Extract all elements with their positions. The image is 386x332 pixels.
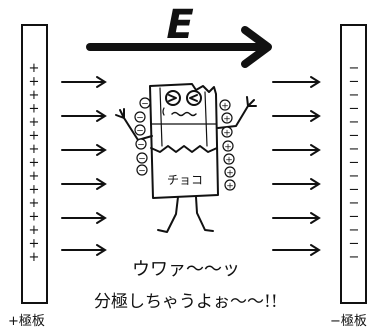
induced-positive-charge	[224, 179, 236, 191]
field-arrows-right	[272, 76, 321, 256]
induced-positive-charge-sign: +	[223, 129, 231, 139]
induced-positive-charge	[222, 140, 234, 152]
induced-positive-charge	[221, 126, 233, 138]
electric-field-arrow	[86, 26, 272, 68]
negative-charge-symbol: −	[349, 237, 360, 252]
positive-charge-symbol: +	[29, 142, 40, 157]
induced-negative-charge-sign: −	[138, 155, 146, 165]
induced-negative-charges: − − − − − −	[134, 97, 151, 177]
positive-charge-symbol: +	[29, 250, 40, 265]
positive-charge-symbol: +	[29, 183, 40, 198]
positive-charge-symbol: +	[29, 169, 40, 184]
induced-negative-charge	[136, 152, 148, 164]
negative-charge-symbol: −	[349, 156, 360, 171]
induced-positive-charge	[223, 153, 235, 165]
positive-plate	[21, 24, 48, 304]
negative-charge-symbol: −	[349, 196, 360, 211]
negative-charge-symbol: −	[349, 169, 360, 184]
negative-plate-charges: −−−−−−−−−−−−−−−	[349, 61, 360, 265]
negative-charge-symbol: −	[349, 129, 360, 144]
induced-positive-charge-sign: +	[225, 156, 233, 166]
negative-charge-symbol: −	[349, 183, 360, 198]
positive-plate-label: +極板	[8, 313, 45, 329]
positive-charge-symbol: +	[29, 102, 40, 117]
chocolate-body	[149, 83, 219, 199]
negative-charge-symbol: −	[349, 250, 360, 265]
negative-charge-symbol: −	[349, 61, 360, 76]
induced-positive-charge	[221, 112, 233, 124]
induced-positive-charge-sign: +	[226, 169, 234, 179]
induced-negative-charge	[139, 97, 151, 109]
induced-positive-charge-sign: +	[223, 115, 231, 125]
induced-positive-charge-sign: +	[226, 182, 234, 192]
shout-line-2: 分極しちゃうよぉ〜〜!!	[94, 292, 278, 312]
field-arrows-left	[61, 76, 107, 256]
positive-charge-symbol: +	[29, 237, 40, 252]
negative-charge-symbol: −	[349, 142, 360, 157]
induced-negative-charge-sign: −	[136, 114, 144, 124]
chocolate-label: チョコ	[167, 173, 203, 187]
left-leg	[157, 196, 179, 233]
negative-charge-symbol: −	[349, 223, 360, 238]
negative-charge-symbol: −	[349, 88, 360, 103]
negative-charge-symbol: −	[349, 75, 360, 90]
positive-charge-symbol: +	[29, 88, 40, 103]
induced-negative-charge	[134, 124, 146, 136]
mouth	[171, 111, 197, 117]
induced-positive-charge	[224, 166, 236, 178]
induced-positive-charge	[219, 99, 231, 111]
induced-negative-charge-sign: −	[138, 167, 146, 177]
negative-plate	[340, 24, 367, 304]
induced-positive-charge-sign: +	[221, 102, 229, 112]
eyes	[165, 90, 202, 106]
positive-charge-symbol: +	[29, 196, 40, 211]
positive-charge-symbol: +	[29, 129, 40, 144]
field-label: E	[166, 2, 193, 48]
induced-negative-charge	[134, 111, 146, 123]
positive-charge-symbol: +	[29, 156, 40, 171]
shout-line-1: ウワァ〜〜ッ	[132, 259, 240, 280]
negative-plate-label: −極板	[330, 313, 367, 329]
positive-plate-charges: +++++++++++++++	[29, 61, 40, 265]
positive-charge-symbol: +	[29, 210, 40, 225]
induced-negative-charge-sign: −	[137, 141, 145, 151]
negative-charge-symbol: −	[349, 210, 360, 225]
right-leg	[195, 196, 214, 232]
positive-charge-symbol: +	[29, 61, 40, 76]
positive-charge-symbol: +	[29, 75, 40, 90]
wrapper-edge	[150, 145, 218, 153]
negative-charge-symbol: −	[349, 115, 360, 130]
induced-positive-charges: + + + + + + +	[219, 99, 236, 192]
induced-positive-charge-sign: +	[224, 143, 232, 153]
positive-charge-symbol: +	[29, 223, 40, 238]
negative-charge-symbol: −	[349, 102, 360, 117]
induced-negative-charge-sign: −	[136, 127, 144, 137]
positive-charge-symbol: +	[29, 115, 40, 130]
induced-negative-charge-sign: −	[141, 100, 149, 110]
induced-negative-charge	[136, 164, 148, 176]
chocolate-character	[115, 83, 257, 233]
induced-negative-charge	[135, 138, 147, 150]
